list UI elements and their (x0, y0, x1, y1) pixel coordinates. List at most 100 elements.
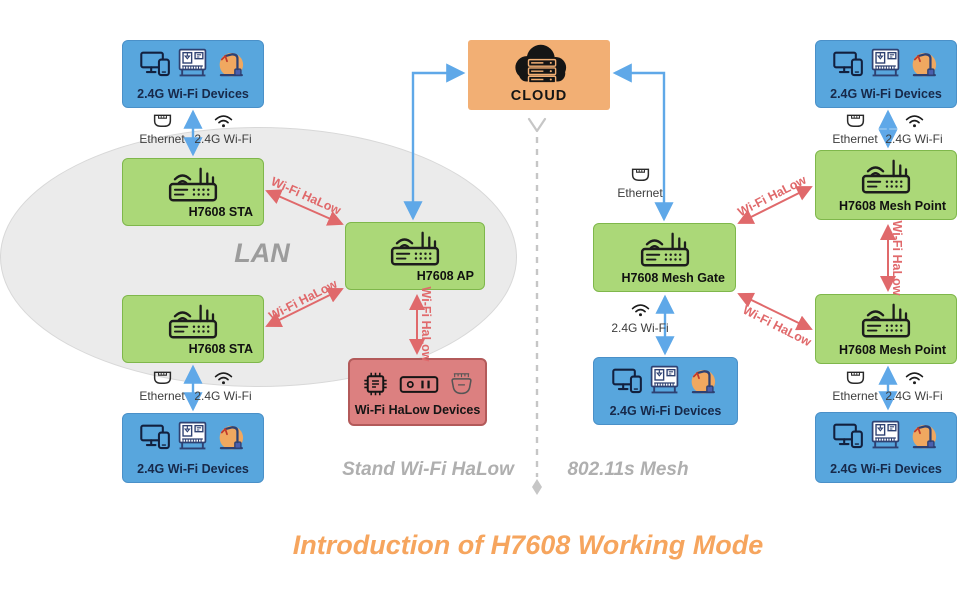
link-label-ethernet: Ethernet (133, 371, 191, 404)
lan-zone-label: LAN (234, 238, 290, 268)
node-label: 2.4G Wi-Fi Devices (830, 462, 942, 476)
link-label-wifi: 2.4G Wi-Fi (884, 112, 944, 147)
node-label: H7608 STA (188, 205, 253, 219)
link-label-wifi: 2.4G Wi-Fi (193, 369, 253, 404)
link-label-text: 2.4G Wi-Fi (194, 132, 252, 146)
wifi-signal-icon (904, 112, 925, 128)
node-label: Wi-Fi HaLow Devices (354, 403, 481, 417)
display-phone-icon (833, 420, 864, 450)
link-label-ethernet: Ethernet (826, 371, 884, 404)
industrial-machine-icon (870, 48, 901, 78)
link-label-text: Ethernet (139, 132, 185, 146)
wifi-signal-icon (630, 301, 651, 317)
node-label: H7608 STA (188, 342, 253, 356)
link-label-wifi: 2.4G Wi-Fi (884, 369, 944, 404)
node-label: H7608 Mesh Point (839, 343, 946, 357)
link-ap-cloud (403, 63, 466, 221)
device-icons (816, 420, 956, 450)
device-icons (350, 369, 485, 399)
node-wifi-devices-middle: 2.4G Wi-Fi Devices (593, 357, 738, 425)
node-h7608-sta-2: H7608 STA (122, 295, 264, 363)
robot-arm-icon (907, 420, 940, 450)
link-label-wifi: 2.4G Wi-Fi (193, 112, 253, 147)
router-icon (384, 229, 446, 269)
node-label: 2.4G Wi-Fi Devices (137, 87, 249, 101)
robot-arm-icon (686, 365, 719, 395)
section-divider (527, 117, 547, 495)
sensor-device-icon (399, 373, 439, 396)
industrial-machine-icon (649, 365, 680, 395)
page-title: Introduction of H7608 Working Mode (292, 530, 764, 560)
link-halow-sta2-ap (265, 288, 344, 327)
display-phone-icon (612, 365, 643, 395)
device-icons (816, 48, 956, 78)
router-icon (162, 302, 224, 342)
wifi-signal-icon (904, 369, 925, 385)
robot-arm-icon (907, 48, 940, 78)
node-wifi-devices-bottom-right: 2.4G Wi-Fi Devices (815, 412, 957, 483)
node-h7608-ap: H7608 AP (345, 222, 485, 290)
node-h7608-mesh-point-1: H7608 Mesh Point (815, 150, 957, 220)
node-label: 2.4G Wi-Fi Devices (830, 87, 942, 101)
router-icon (634, 230, 696, 270)
link-label-text: Ethernet (832, 132, 878, 146)
node-wifi-devices-bottom-left: 2.4G Wi-Fi Devices (122, 413, 264, 483)
section-label-mesh-mode: 802.11s Mesh (567, 459, 689, 480)
link-halow-sta1-ap (265, 189, 344, 226)
link-label-text: 2.4G Wi-Fi (194, 389, 252, 403)
link-label-halow: Wi-Fi HaLow (890, 220, 904, 296)
ethernet-port-icon (152, 114, 173, 128)
node-h7608-mesh-gate: H7608 Mesh Gate (593, 223, 736, 292)
link-label-text: 2.4G Wi-Fi (885, 389, 943, 403)
robot-arm-icon (214, 421, 247, 451)
node-label: 2.4G Wi-Fi Devices (609, 404, 722, 418)
ethernet-port-icon (630, 168, 651, 182)
node-h7608-mesh-point-2: H7608 Mesh Point (815, 294, 957, 364)
router-icon (855, 157, 917, 197)
link-label-text: 2.4G Wi-Fi (885, 132, 943, 146)
node-wifi-devices-top-left: 2.4G Wi-Fi Devices (122, 40, 264, 108)
cloud-label: CLOUD (510, 88, 568, 104)
industrial-machine-icon (177, 48, 208, 78)
display-phone-icon (140, 421, 171, 451)
link-label-text: Ethernet (139, 389, 185, 403)
node-h7608-sta-1: H7608 STA (122, 158, 264, 226)
node-label: 2.4G Wi-Fi Devices (137, 462, 249, 476)
router-icon (855, 301, 917, 341)
device-icons (594, 365, 737, 395)
iot-connector-icon (447, 371, 476, 397)
robot-arm-icon (214, 48, 247, 78)
section-label-halow-mode: Stand Wi-Fi HaLow (342, 459, 514, 480)
device-icons (123, 421, 263, 451)
link-label-text: Ethernet (832, 389, 878, 403)
wifi-signal-icon (213, 112, 234, 128)
link-label-text: Ethernet (617, 186, 663, 200)
chip-icon (360, 369, 391, 399)
ethernet-port-icon (845, 114, 866, 128)
ethernet-port-icon (152, 371, 173, 385)
display-phone-icon (140, 48, 171, 78)
link-meshgate-cloud (612, 63, 674, 222)
link-label-text: 2.4G Wi-Fi (611, 321, 669, 335)
ethernet-port-icon (845, 371, 866, 385)
device-icons (123, 48, 263, 78)
node-label: H7608 Mesh Point (839, 199, 946, 213)
industrial-machine-icon (870, 420, 901, 450)
node-label: H7608 AP (416, 269, 474, 283)
link-label-ethernet: Ethernet (133, 114, 191, 147)
node-halow-devices: Wi-Fi HaLow Devices (348, 358, 487, 426)
cloud-server-icon (507, 43, 571, 85)
link-label-halow: Wi-Fi HaLow (419, 286, 433, 362)
link-halow-gate-mp1 (737, 186, 813, 224)
wifi-signal-icon (213, 369, 234, 385)
node-wifi-devices-top-right: 2.4G Wi-Fi Devices (815, 40, 957, 108)
router-icon (162, 165, 224, 205)
link-halow-gate-mp2 (737, 292, 813, 331)
display-phone-icon (833, 48, 864, 78)
link-label-ethernet: Ethernet (610, 168, 670, 201)
link-label-wifi: 2.4G Wi-Fi (610, 301, 670, 336)
node-label: H7608 Mesh Gate (621, 271, 725, 285)
node-cloud: CLOUD (468, 40, 610, 110)
